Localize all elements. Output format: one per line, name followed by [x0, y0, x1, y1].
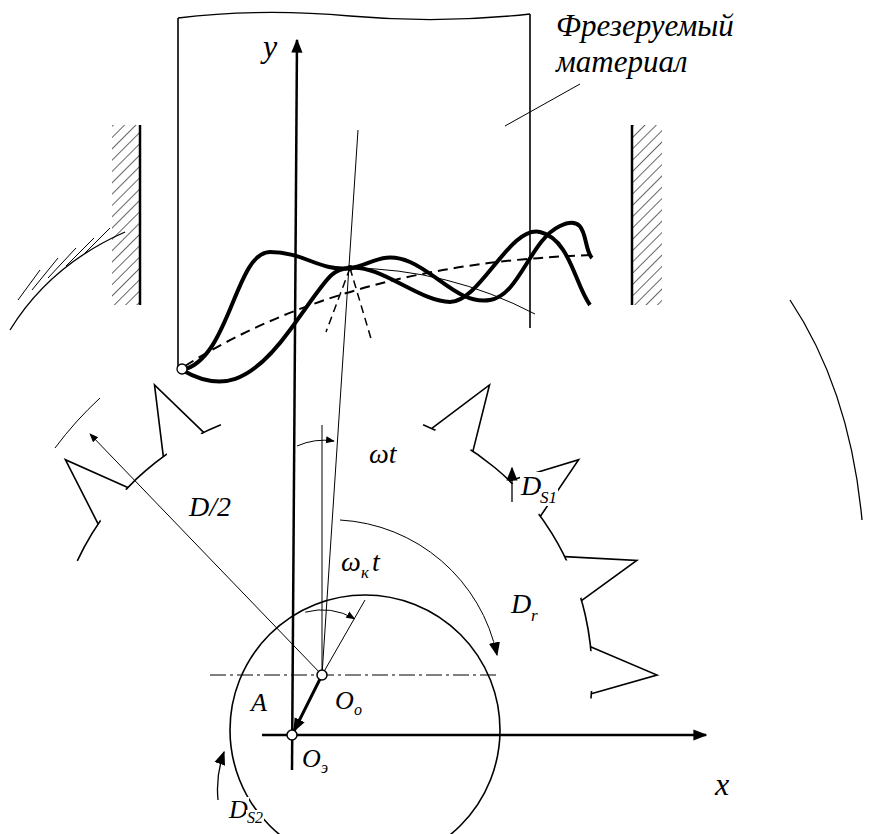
trochoid-curve [182, 223, 592, 382]
feed-arrow [511, 468, 512, 502]
cutter-tooth [556, 534, 643, 604]
eccentric-circle [230, 595, 500, 834]
eccentricity-vector [294, 675, 322, 731]
material-edge [529, 14, 531, 328]
material-edge [177, 18, 179, 370]
wall-edge [631, 125, 634, 305]
eccentric-angle-line [322, 600, 365, 675]
angle-label: t [371, 548, 381, 576]
subscript: S1 [539, 489, 558, 506]
cutter-tooth [503, 438, 591, 522]
material-break [178, 12, 530, 19]
subscript: S2 [246, 810, 264, 826]
cutter-tooth [427, 371, 505, 460]
vector-label: A [250, 690, 268, 716]
cutter-tooth [47, 445, 135, 529]
radius-dimension [90, 434, 322, 675]
centre-line [210, 675, 500, 676]
centre-point [317, 670, 327, 680]
radius-line [322, 130, 358, 675]
material-label: Фрезеруемый материал [555, 8, 757, 79]
leader-line [505, 84, 580, 126]
angle-arc [297, 440, 334, 446]
tooth-position [326, 268, 372, 342]
housing-arc [10, 232, 125, 330]
axis-label: y [262, 30, 278, 62]
cutter-tooth [582, 647, 657, 694]
housing-arc [790, 300, 862, 520]
point-label: O [301, 746, 322, 772]
reference-line [322, 425, 323, 675]
subscript: r [530, 607, 539, 624]
rotation-arrow [340, 520, 497, 655]
start-point [177, 364, 187, 374]
tip-circle-arc [55, 398, 100, 448]
subscript: к [360, 564, 370, 581]
dimension-label: D/2 [188, 493, 232, 521]
angle-label: ωt [368, 440, 398, 468]
wall-edge [139, 125, 142, 305]
wall-hatch [112, 125, 140, 305]
contact-point [347, 265, 353, 271]
cutter-tooth [130, 375, 208, 464]
wall-hatch [632, 125, 662, 305]
feed-arrow [217, 752, 224, 800]
angle-label: ω [340, 548, 362, 576]
y-axis [292, 40, 297, 770]
x-axis [262, 734, 706, 737]
rotation-label: D [510, 590, 532, 618]
angle-arc [305, 610, 354, 619]
point-label: O [334, 688, 355, 714]
centre-point [287, 730, 297, 740]
axis-label: x [714, 768, 730, 800]
trochoid-curve [182, 232, 590, 370]
housing-hatch [18, 228, 110, 300]
subscript: э [320, 760, 329, 776]
subscript: o [353, 702, 363, 718]
